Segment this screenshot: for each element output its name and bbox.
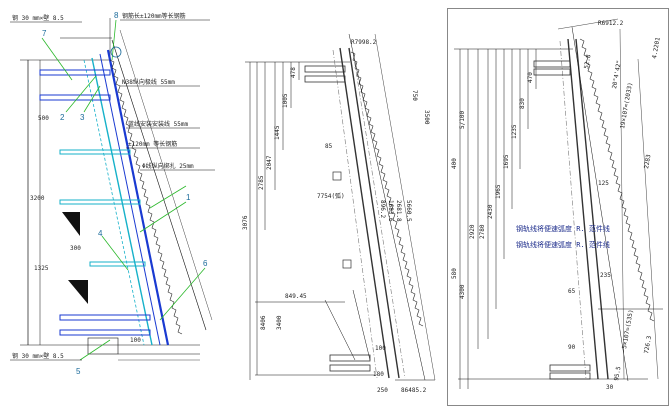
dim-3400: 3400	[276, 315, 283, 330]
left-drawing-panel: 300 500 3200 1325 100 钢 30 mm×壁 8.5 钢	[0, 0, 225, 408]
label-500: 500	[38, 115, 49, 122]
note-n1: N38纵向极线 55mm	[122, 78, 175, 86]
middle-drawing-svg: R7998.2 750 3500 478 1005 1445 2047 2785…	[242, 33, 436, 394]
callout-7: 7	[42, 29, 47, 38]
dim-5660: 5660.5	[405, 200, 412, 222]
note-n2: 蓝线安装安装线 55mm	[128, 120, 188, 128]
dim-angle: 20°4'42"	[611, 60, 623, 90]
dim-5-100: 5/100	[459, 111, 466, 129]
dim-1695: 1695	[503, 154, 510, 169]
dim-1965: 1965	[495, 184, 502, 199]
dim-470: 470	[527, 72, 534, 83]
left-drawing-svg: 300 500 3200 1325 100 钢 30 mm×壁 8.5 钢	[10, 11, 215, 376]
dim-3500: 3500	[423, 110, 430, 125]
label-3200: 3200	[30, 195, 45, 202]
note-right-2: 钢轨线将便速弧度 R. 范件线	[516, 240, 610, 249]
callout-3: 3	[80, 113, 85, 122]
note-top-right: 钢筋长±120mm等长钢筋	[122, 12, 186, 20]
dim-2780: 2780	[479, 224, 486, 239]
dim-2785: 2785	[258, 175, 265, 190]
dim-1445: 1445	[274, 125, 281, 140]
dim-400: 400	[451, 158, 458, 169]
dim-849: 849.45	[285, 293, 307, 300]
dim-3076: 3076	[242, 215, 249, 230]
callout-8-top: 8	[114, 11, 119, 20]
dim-250: 250	[377, 387, 388, 394]
dim-86485: 86485.2	[401, 387, 427, 394]
dim-7754-arc: 7754(弧)	[317, 192, 345, 200]
dim-478: 478	[290, 67, 297, 78]
dim-95-5: 95.5	[613, 366, 622, 382]
label-1325: 1325	[34, 265, 49, 272]
dim-580: 580	[451, 268, 458, 279]
dim-r6912: R6912.2	[598, 20, 624, 27]
dim-235: 235	[600, 272, 611, 279]
note-n4: Φ线纵向绑扎 25mm	[142, 162, 194, 170]
dim-19x107: 19×107=(2033)	[619, 82, 634, 129]
callout-1: 1	[186, 193, 191, 202]
dim-1005: 1005	[282, 93, 289, 108]
dim-750: 750	[411, 90, 418, 101]
dim-4-2201: 4.2201	[651, 36, 662, 59]
dim-896: 896.2	[379, 200, 386, 218]
dim-100: 100	[375, 345, 386, 352]
label-300: 300	[70, 245, 81, 252]
dim-726: 726.3	[643, 335, 653, 354]
dim-180: 180	[373, 371, 384, 378]
dim-2047: 2047	[266, 155, 273, 170]
dim-85: 85	[325, 143, 333, 150]
note-right-1: 钢轨线将便速弧度 R. 范件线	[516, 224, 610, 233]
callout-2: 2	[60, 113, 65, 122]
note-bottom-left: 钢 30 mm×壁 8.5	[12, 352, 64, 360]
callout-5: 5	[76, 367, 81, 376]
note-top-left: 钢 30 mm×壁 8.5	[12, 14, 64, 22]
callout-4: 4	[98, 229, 103, 238]
dim-2430: 2430	[487, 204, 494, 219]
dim-52-8: 52.8	[583, 54, 592, 70]
dim-2681: 2681.8	[395, 200, 402, 222]
note-n3: ±120mm 等长钢筋	[128, 140, 177, 148]
dim-8406: 8406	[260, 315, 267, 330]
dim-65: 65	[568, 288, 576, 295]
right-drawing-svg: R6912.2 52.8 470 830 1235 1695 1965 2430…	[451, 18, 663, 391]
callout-6: 6	[203, 259, 208, 268]
right-drawing-panel: R6912.2 52.8 470 830 1235 1695 1965 2430…	[447, 8, 669, 406]
dim-1235: 1235	[511, 124, 518, 139]
dim-1683: 1683.6	[387, 200, 394, 222]
dim-830: 830	[519, 98, 526, 109]
dim-90: 90	[568, 344, 576, 351]
dim-125: 125	[598, 180, 609, 187]
dim-r7998: R7998.2	[351, 39, 377, 46]
middle-drawing-panel: R7998.2 750 3500 478 1005 1445 2047 2785…	[225, 0, 445, 408]
dim-2920: 2920	[469, 224, 476, 239]
dim-4300: 4300	[459, 284, 466, 299]
dim-30: 30	[606, 384, 614, 391]
dim-2283: 2283	[643, 154, 652, 170]
label-100: 100	[130, 337, 141, 344]
